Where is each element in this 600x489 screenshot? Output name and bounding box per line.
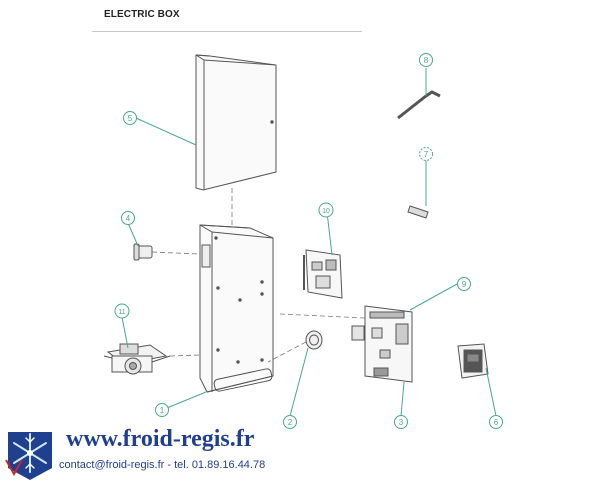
callout-9: 9 (457, 277, 471, 291)
part-small-pcb (303, 249, 343, 299)
contact-info: contact@froid-regis.fr - tel. 01.89.16.4… (59, 459, 266, 471)
callout-label: 2 (288, 418, 293, 427)
part-main-pcb (279, 305, 413, 383)
callout-10: 10 (318, 202, 334, 218)
callout-3: 3 (394, 415, 408, 429)
callout-5: 5 (123, 111, 137, 125)
callout-label: 8 (424, 56, 429, 65)
callout-label: 4 (126, 214, 131, 223)
callout-7: 7 (419, 147, 433, 161)
callout-label: 10 (322, 208, 330, 215)
part-thermostat (103, 343, 201, 375)
callout-label: 11 (118, 309, 125, 316)
part-main-box (199, 224, 274, 393)
callout-label: 6 (494, 418, 499, 427)
part-sensor (407, 160, 429, 219)
part-indicator-lamp (133, 243, 201, 261)
callout-label: 5 (128, 114, 133, 123)
callout-label: 9 (462, 280, 467, 289)
callout-8: 8 (419, 53, 433, 67)
diagram-title: ELECTRIC BOX (104, 9, 180, 20)
callout-11: 11 (114, 303, 130, 319)
part-rocker-switch (457, 343, 489, 379)
part-cover-panel (195, 54, 277, 191)
part-probe-rod (397, 62, 441, 120)
title-divider (92, 31, 362, 32)
callout-1: 1 (155, 403, 169, 417)
callout-label: 7 (424, 150, 429, 159)
callout-2: 2 (283, 415, 297, 429)
callout-leaders (121, 68, 497, 417)
callout-4: 4 (121, 211, 135, 225)
website-link[interactable]: www.froid-regis.fr (66, 426, 255, 452)
snowflake-logo-icon (5, 432, 52, 480)
callout-6: 6 (489, 415, 503, 429)
part-grommet (267, 330, 323, 363)
callout-label: 1 (160, 406, 165, 415)
callout-label: 3 (399, 418, 404, 427)
